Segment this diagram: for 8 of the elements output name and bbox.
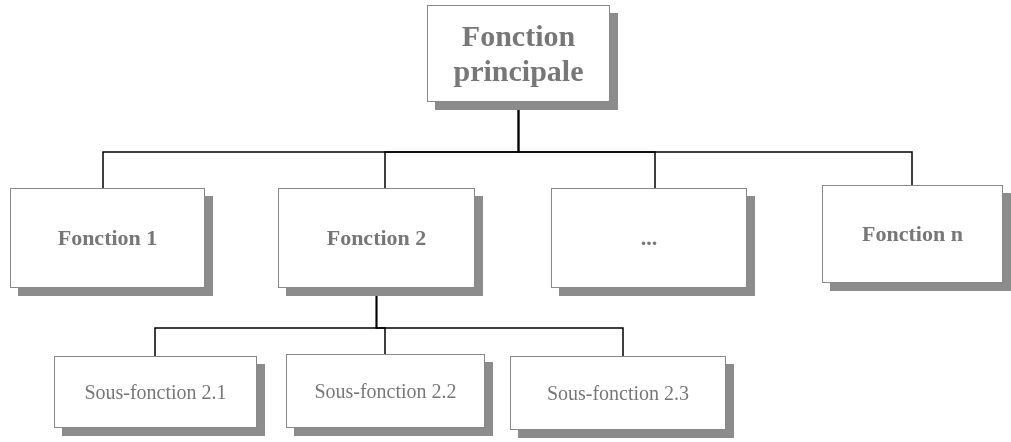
box-label: Fonction principale [452, 19, 585, 88]
box-label: Sous-fonction 2.2 [314, 379, 457, 403]
box-label: Fonction 2 [326, 225, 427, 251]
box-label: Fonction 1 [57, 225, 158, 251]
box-label: Fonction n [862, 221, 963, 247]
box-label: Sous-fonction 2.3 [546, 381, 690, 405]
box-label: ... [640, 225, 658, 251]
box-label: Sous-fonction 2.1 [84, 380, 227, 404]
